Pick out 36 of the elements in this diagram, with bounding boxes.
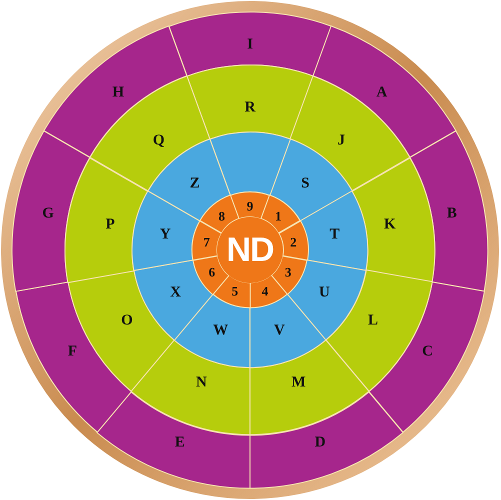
sector-number: 6 xyxy=(208,265,216,278)
sector-letter: A xyxy=(376,85,388,100)
sector-letter: P xyxy=(106,218,115,233)
sector-number: 1 xyxy=(275,210,282,223)
sector-letter: Q xyxy=(152,134,165,149)
sector-letter: F xyxy=(68,344,78,360)
sector-letter: V xyxy=(274,323,285,338)
sector-letter: K xyxy=(384,218,396,233)
sector-letter: I xyxy=(247,38,253,52)
sector-letter: B xyxy=(446,206,457,222)
sector-number: 5 xyxy=(232,284,238,298)
sector-letter: J xyxy=(338,134,345,149)
sector-number: 3 xyxy=(284,265,292,278)
sector-letter: S xyxy=(301,176,310,192)
sector-letter: D xyxy=(314,435,326,450)
sector-letter: M xyxy=(291,376,306,391)
sector-number: 2 xyxy=(290,236,297,249)
sector-number: 8 xyxy=(218,210,225,223)
sector-letter: U xyxy=(319,285,330,300)
sector-letter: G xyxy=(42,206,54,222)
sector-letter: Z xyxy=(190,176,200,192)
sector-letter: W xyxy=(213,323,228,338)
center-text: ND xyxy=(226,233,274,267)
sector-letter: H xyxy=(112,85,124,100)
sector-letter: E xyxy=(174,435,185,450)
sector-letter: X xyxy=(170,285,181,300)
sector-letter: T xyxy=(330,228,340,243)
sector-number: 7 xyxy=(203,236,210,249)
sector-number: 9 xyxy=(246,200,254,212)
sector-letter: O xyxy=(121,313,133,328)
sector-letter: N xyxy=(196,376,207,391)
sector-number: 4 xyxy=(262,284,268,298)
sector-letter: Y xyxy=(160,228,171,243)
sector-letter: R xyxy=(244,100,256,116)
sector-letter: L xyxy=(368,313,378,328)
sector-letter: C xyxy=(422,344,433,360)
